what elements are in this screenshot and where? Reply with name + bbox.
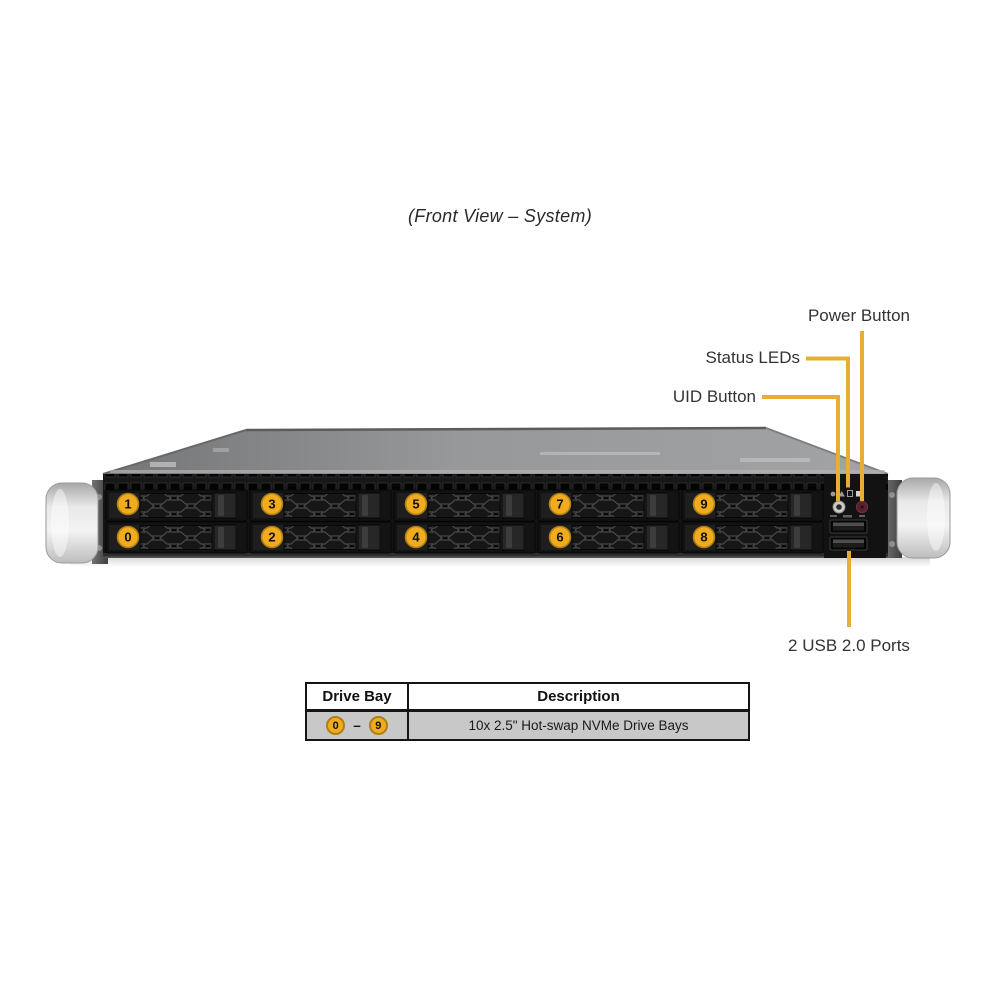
control-panel: [824, 474, 886, 558]
bay-number-badge: 3: [260, 492, 284, 516]
bay-badge-start: 0: [326, 716, 346, 735]
server-illustration: 1 3 5 7 9: [45, 331, 951, 627]
panel-glyph-labels: [830, 515, 865, 518]
bay-number-badge: 4: [404, 525, 428, 549]
callout-line-uid-button: [836, 395, 840, 501]
bay-number-badge: 9: [692, 492, 716, 516]
front-vent-strip: [103, 474, 888, 490]
figure-title: (Front View – System): [407, 206, 592, 226]
status-leds-label: Status LEDs: [705, 348, 801, 367]
power-button: [855, 500, 869, 514]
uid-button-label: UID Button: [672, 387, 756, 406]
callout-line-status-leds: [806, 356, 850, 361]
bay-number: 8: [700, 530, 707, 545]
bay-number: 3: [268, 497, 275, 512]
chassis-shadow: [70, 557, 930, 567]
table-header-row: Drive Bay Description: [307, 684, 748, 712]
bay-number: 2: [268, 530, 275, 545]
callout-line-uid-button: [762, 395, 840, 399]
table-header-drive-bay: Drive Bay: [307, 684, 409, 709]
rack-handle-right: [884, 477, 951, 559]
bay-number-badge: 5: [404, 492, 428, 516]
uid-button: [832, 500, 846, 514]
bay-number: 9: [700, 497, 707, 512]
usb-port: [829, 519, 868, 534]
bay-number-badge: 6: [548, 525, 572, 549]
bay-number: 7: [556, 497, 563, 512]
bay-badge-end: 9: [368, 716, 388, 735]
table-cell-description: 10x 2.5" Hot-swap NVMe Drive Bays: [468, 718, 689, 733]
bay-number: 1: [124, 497, 131, 512]
callout-line-status-leds: [846, 356, 850, 488]
drive-bay-table: Drive Bay Description 0 – 9 10x 2.5" Hot…: [305, 682, 750, 741]
table-header-description: Description: [537, 688, 620, 705]
rack-handle-left: [45, 480, 108, 564]
front-panel: 1 3 5 7 9: [103, 474, 888, 558]
usb-port: [829, 536, 868, 551]
callout-line-usb-ports: [847, 551, 851, 627]
bay-number-badge: 0: [116, 525, 140, 549]
chassis-top: [102, 426, 889, 475]
bay-number: 0: [124, 530, 131, 545]
bay-number-badge: 8: [692, 525, 716, 549]
power-button-label: Power Button: [807, 306, 910, 325]
bay-number: 6: [556, 530, 563, 545]
bay-number-badge: 2: [260, 525, 284, 549]
bay-number-badge: 1: [116, 492, 140, 516]
bay-number: 5: [412, 497, 419, 512]
usb-ports-label: 2 USB 2.0 Ports: [788, 636, 910, 655]
table-row: 0 – 9 10x 2.5" Hot-swap NVMe Drive Bays: [307, 712, 748, 739]
range-dash: –: [353, 718, 361, 733]
status-led-icons: [830, 490, 862, 497]
bay-number: 4: [412, 530, 420, 545]
table-cell-bay-range: 0 – 9: [307, 712, 409, 739]
bay-number-badge: 7: [548, 492, 572, 516]
callout-line-power-button: [860, 331, 864, 501]
